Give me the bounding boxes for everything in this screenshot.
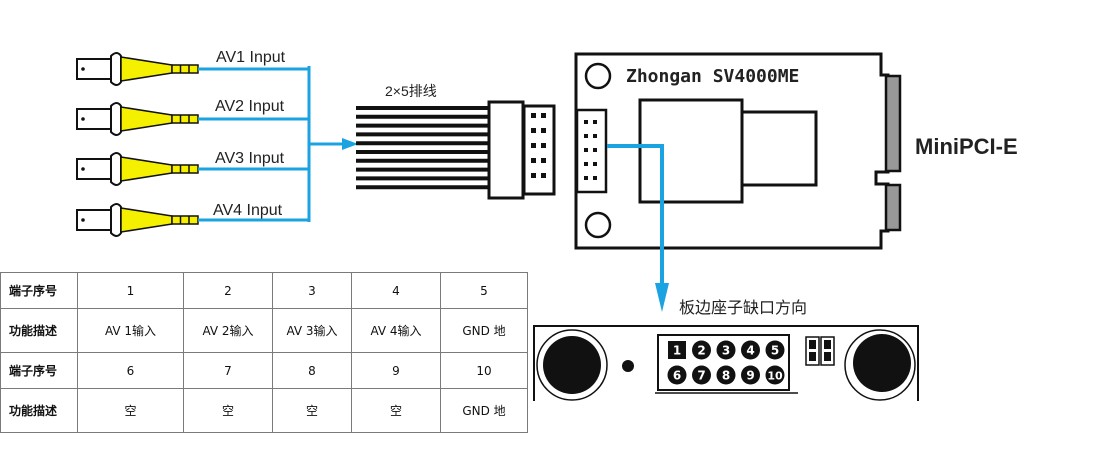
table-cell: AV 1输入	[77, 308, 184, 353]
header-pin: 6	[667, 365, 687, 385]
detail-hole-right	[853, 334, 911, 392]
header-callout-wire	[607, 144, 664, 285]
table-cell: 空	[77, 388, 184, 433]
input-label-av1: AV1 Input	[216, 49, 286, 66]
header-pin: 5	[765, 340, 785, 360]
ribbon-cable	[356, 106, 489, 190]
board-chip-secondary	[740, 110, 818, 187]
arrow-down-icon	[655, 283, 669, 312]
table-cell: 3	[272, 272, 352, 309]
rca-plug	[76, 203, 310, 237]
table-cell: 6	[77, 352, 184, 389]
detail-header-pins: 1 2 3 4 5 6 7 8 9 10	[667, 340, 785, 385]
jumper-block	[805, 336, 835, 366]
header-pin-label: 10	[767, 370, 783, 383]
header-pin-label: 8	[722, 369, 730, 383]
table-cell: 4	[351, 272, 441, 309]
row-header: 功能描述	[0, 308, 78, 353]
board-header-connector	[575, 108, 608, 194]
table-cell: GND 地	[440, 388, 528, 433]
header-pin: 9	[741, 365, 760, 385]
input-label-av4: AV4 Input	[213, 202, 283, 219]
table-cell: 9	[351, 352, 441, 389]
table-cell: 空	[351, 388, 441, 433]
table-cell: AV 4输入	[351, 308, 441, 353]
board-header-pins	[584, 120, 597, 180]
header-pin: 10	[765, 365, 785, 385]
header-pin-label: 5	[771, 344, 779, 358]
table-cell: 7	[183, 352, 273, 389]
rca-plug	[76, 102, 310, 136]
board-chip-main	[638, 98, 744, 204]
header-pin: 1	[668, 341, 686, 359]
mount-hole-top	[584, 62, 612, 90]
table-cell: 8	[272, 352, 352, 389]
table-cell: 5	[440, 272, 528, 309]
table-cell: 2	[183, 272, 273, 309]
ribbon-cable-label: 2×5排线	[385, 83, 437, 99]
input-bus-wires	[307, 66, 345, 222]
header-pin-label: 7	[697, 369, 705, 383]
header-pin: 8	[716, 365, 736, 385]
table-cell: AV 2输入	[183, 308, 273, 353]
board-model-label: Zhongan SV4000ME	[626, 66, 799, 87]
header-pin: 4	[741, 340, 760, 360]
ribbon-plug-pins	[531, 113, 546, 178]
input-label-av3: AV3 Input	[215, 150, 285, 167]
header-pin-label: 4	[746, 344, 754, 358]
table-cell: AV 3输入	[272, 308, 352, 353]
detail-hole-left	[543, 336, 601, 394]
table-cell: 空	[272, 388, 352, 433]
row-header: 功能描述	[0, 388, 78, 433]
header-pin-label: 3	[722, 344, 730, 358]
header-pin-label: 9	[746, 369, 754, 383]
header-pin-label: 6	[673, 369, 681, 383]
interface-label: MiniPCI-E	[915, 134, 1018, 159]
header-pin-label: 1	[673, 344, 681, 358]
gold-finger-upper	[884, 74, 902, 173]
table-cell: 10	[440, 352, 528, 389]
table-cell: 空	[183, 388, 273, 433]
edge-notch-note: 板边座子缺口方向	[679, 299, 807, 317]
table-cell: 1	[77, 272, 184, 309]
header-pin: 7	[692, 365, 711, 385]
input-label-av2: AV2 Input	[215, 98, 285, 115]
gold-finger-lower	[884, 183, 902, 232]
ribbon-plug-socket	[522, 104, 556, 196]
mount-hole-bottom	[584, 211, 612, 239]
ribbon-plug-body	[487, 100, 525, 200]
detail-small-hole	[622, 360, 634, 372]
header-pin-label: 2	[697, 344, 705, 358]
rca-plugs	[76, 52, 310, 237]
arrow-right-icon	[342, 138, 358, 150]
header-pin: 3	[716, 340, 736, 360]
header-pin: 2	[692, 340, 711, 360]
rca-plug	[76, 152, 310, 186]
rca-plug	[76, 52, 310, 86]
row-header: 端子序号	[0, 272, 78, 309]
row-header: 端子序号	[0, 352, 78, 389]
table-cell: GND 地	[440, 308, 528, 353]
